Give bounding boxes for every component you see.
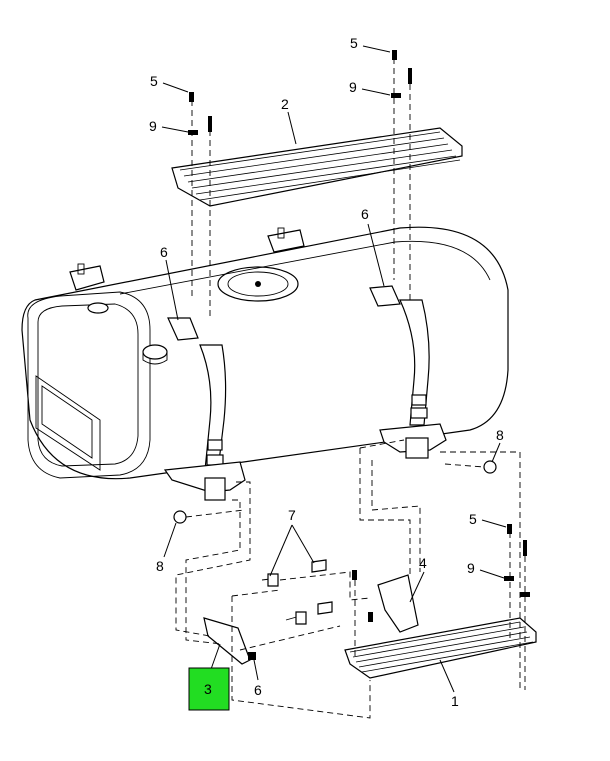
callout-1: 1 <box>451 693 459 709</box>
callout-5-lower: 5 <box>469 511 477 527</box>
callout-6-left: 6 <box>160 244 168 260</box>
callout-5-top: 5 <box>350 35 358 51</box>
callout-7: 7 <box>288 507 296 523</box>
highlight-box[interactable] <box>188 667 230 711</box>
leader-lines <box>161 45 507 693</box>
upper-step <box>171 50 463 320</box>
callout-3[interactable]: 3 <box>204 681 212 697</box>
callout-6-bottom: 6 <box>254 682 262 698</box>
callout-6-right: 6 <box>361 206 369 222</box>
callout-8-right: 8 <box>496 427 504 443</box>
callout-9-lower: 9 <box>467 560 475 576</box>
dashed-routing <box>175 439 521 719</box>
left-strap-assembly <box>69 263 246 501</box>
callout-9-top: 9 <box>349 79 357 95</box>
callout-2: 2 <box>281 96 289 112</box>
highlighted-part-3[interactable]: 3 <box>188 667 230 711</box>
callout-5-left: 5 <box>150 73 158 89</box>
right-strap-assembly <box>267 227 447 459</box>
lower-step <box>344 524 537 690</box>
callout-8-left: 8 <box>156 558 164 574</box>
callout-labels: 5 9 5 9 2 6 6 8 8 7 5 9 4 1 6 <box>149 35 504 709</box>
bracket-and-bolts <box>173 460 497 665</box>
callout-4: 4 <box>419 555 427 571</box>
callout-9-left: 9 <box>149 118 157 134</box>
